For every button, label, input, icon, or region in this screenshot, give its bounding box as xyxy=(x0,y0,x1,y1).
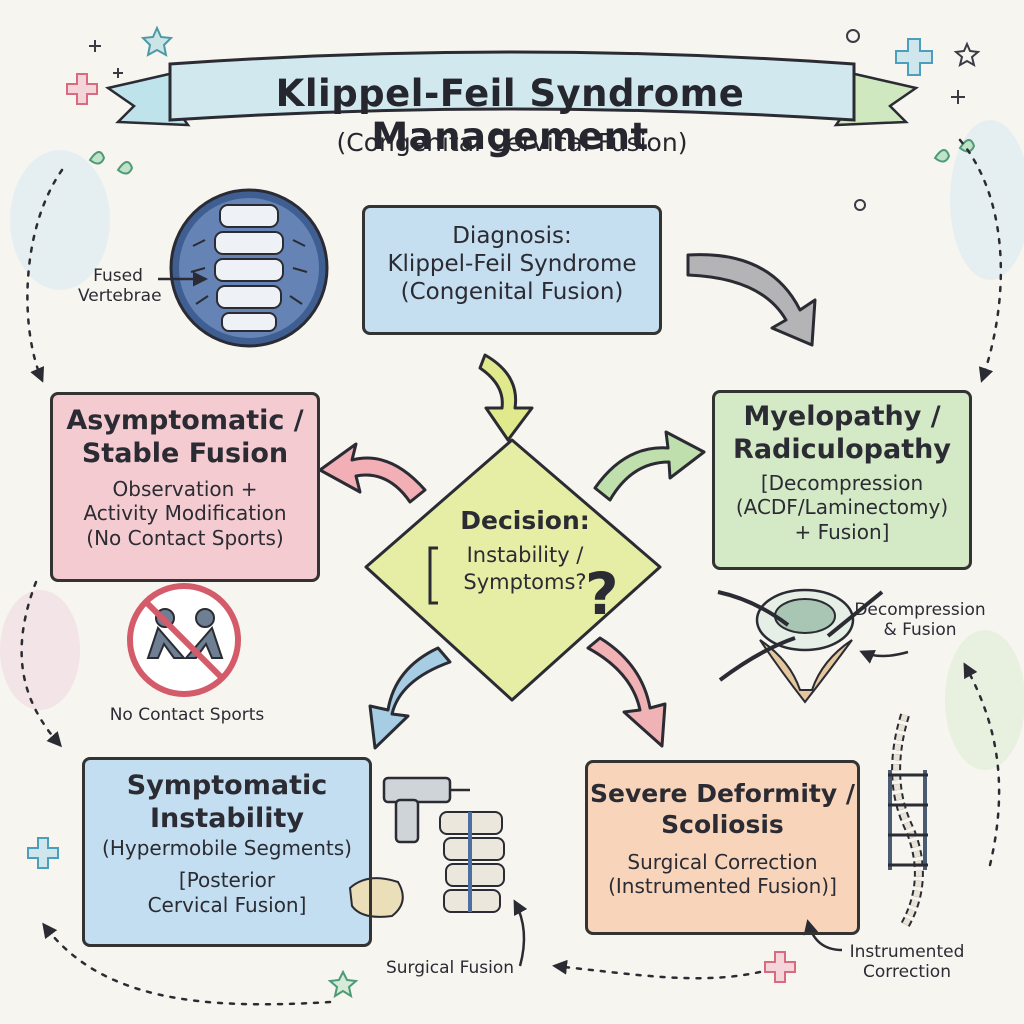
myelopathy-detail-line-2: (ACDF/Laminectomy) xyxy=(735,495,949,520)
surgical-fusion-illustration xyxy=(348,776,505,918)
arrow-diagnosis-to-decision xyxy=(478,353,534,442)
drill-icon xyxy=(382,776,470,844)
cross-icon xyxy=(895,38,933,76)
diagnosis-box-fill xyxy=(362,205,662,335)
star-icon xyxy=(953,41,981,68)
bone-graft-icon xyxy=(348,877,404,918)
deformity-box-fill xyxy=(585,760,860,935)
sparkle-icon xyxy=(89,40,101,52)
decorative-sparkles xyxy=(27,25,981,999)
deformity-detail-line-1: Surgical Correction xyxy=(627,850,818,874)
sparkle-icon xyxy=(951,90,965,104)
dot-icon xyxy=(854,199,866,211)
cross-icon xyxy=(66,73,98,105)
dashed-arrow-left xyxy=(20,580,62,748)
instrumented-correction-label-line-1: Instrumented xyxy=(849,942,965,962)
decision-diamond xyxy=(364,438,662,702)
decision-line-2: Symptoms? xyxy=(463,569,587,594)
fused-vertebrae-label-line-2: Vertebrae xyxy=(78,286,162,307)
arrow-decision-to-deformity xyxy=(586,636,667,748)
instrumented-correction-pointer xyxy=(803,919,843,952)
asymptomatic-title-line-2: Stable Fusion xyxy=(81,437,289,469)
decompression-fusion-label-line-1: Decompression xyxy=(854,600,986,620)
vertebra-stack-icon xyxy=(439,811,505,913)
myelopathy-detail-line-1: [Decompression xyxy=(760,470,924,495)
surgical-instrument-icon xyxy=(717,590,790,627)
decompression-fusion-label: Decompression & Fusion xyxy=(850,600,990,641)
instability-detail-line-1: (Hypermobile Segments) xyxy=(102,835,352,860)
sparkle-icon xyxy=(113,68,123,78)
decompression-fusion-label-line-2: & Fusion xyxy=(883,620,957,641)
decision-title: Decision: xyxy=(460,506,590,535)
fused-vertebrae-illustration xyxy=(169,188,329,348)
surgical-instrument-icon xyxy=(718,636,796,682)
arrow-decision-to-asymptomatic xyxy=(318,442,427,504)
instability-title-line-1: Symptomatic xyxy=(126,770,328,801)
myelopathy-title-line-2: Radiculopathy xyxy=(733,433,951,465)
flow-arrows xyxy=(318,253,817,750)
no-contact-sports-label: No Contact Sports xyxy=(109,705,265,725)
arrow-decision-to-instability xyxy=(368,646,452,750)
myelopathy-title-line-1: Myelopathy / xyxy=(743,401,941,432)
deformity-title-line-2: Scoliosis xyxy=(661,809,784,839)
asymptomatic-title-line-1: Asymptomatic / xyxy=(66,405,304,436)
instability-box: Symptomatic Instability (Hypermobile Seg… xyxy=(82,757,372,947)
decompression-pointer xyxy=(859,650,909,664)
asymptomatic-detail-line-2: Activity Modification xyxy=(83,501,287,526)
fused-vertebrae-label-line-1: Fused xyxy=(93,266,143,286)
asymptomatic-box: Asymptomatic / Stable Fusion Observation… xyxy=(50,392,320,582)
star-icon xyxy=(140,25,174,57)
scalpel-icon xyxy=(826,590,884,638)
question-mark-icon: ? xyxy=(585,560,619,628)
page-subtitle: (Congenital Cervical Fusion) xyxy=(336,128,688,157)
star-icon xyxy=(327,969,359,999)
diagnosis-line-2: (Congenital Fusion) xyxy=(400,279,624,306)
arrow-decision-to-myelopathy xyxy=(593,430,706,502)
decision-line-1: Instability / xyxy=(466,543,584,568)
surgical-fusion-label: Surgical Fusion xyxy=(385,958,515,978)
asymptomatic-box-fill xyxy=(50,392,320,582)
diagnosis-line-1: Klippel-Feil Syndrome xyxy=(387,251,637,278)
diagnosis-box: Diagnosis: Klippel-Feil Syndrome (Congen… xyxy=(362,205,662,335)
droplet-icon xyxy=(933,139,976,163)
deformity-box: Severe Deformity / Scoliosis Surgical Co… xyxy=(585,760,860,935)
instability-title-line-2: Instability xyxy=(149,802,305,834)
no-contact-sports-icon xyxy=(127,583,241,697)
deformity-detail-line-2: (Instrumented Fusion)] xyxy=(608,874,837,899)
myelopathy-detail-line-3: + Fusion] xyxy=(794,519,890,544)
instability-detail-line-3: Cervical Fusion] xyxy=(147,892,307,917)
decompression-illustration xyxy=(717,588,884,704)
surgical-fusion-pointer xyxy=(513,899,528,967)
fused-vertebrae-label: Fused Vertebrae xyxy=(78,266,162,307)
arrow-diagnosis-to-myelopathy xyxy=(686,253,817,347)
decision-bracket xyxy=(428,546,438,605)
dashed-arrow-bottom xyxy=(552,959,762,980)
instrumented-spine-illustration xyxy=(888,713,928,928)
instability-detail-line-2: [Posterior xyxy=(178,868,276,893)
page-title: Klippel-Feil Syndrome Management xyxy=(275,72,745,158)
decision-text: Decision: Instability / Symptoms? xyxy=(420,505,630,595)
dashed-arrow-right xyxy=(963,662,1001,867)
diagnosis-title: Diagnosis: xyxy=(452,223,572,249)
title-ribbon xyxy=(104,50,920,127)
asymptomatic-detail-line-3: (No Contact Sports) xyxy=(86,525,284,550)
instability-box-fill xyxy=(82,757,372,947)
myelopathy-box-fill xyxy=(712,390,972,570)
dashed-cycle-arrows xyxy=(20,138,1003,1006)
asymptomatic-detail-line-1: Observation + xyxy=(112,476,258,501)
instrumented-correction-label-line-2: Correction xyxy=(863,962,951,983)
instrumented-correction-label: Instrumented Correction xyxy=(842,942,972,983)
deformity-title-line-1: Severe Deformity / xyxy=(590,779,855,808)
cross-icon xyxy=(27,837,59,869)
dashed-arrow-top-right xyxy=(958,138,1003,383)
dashed-arrow-top-left xyxy=(26,168,64,383)
dot-icon xyxy=(846,29,860,43)
cross-icon xyxy=(764,951,796,983)
myelopathy-box: Myelopathy / Radiculopathy [Decompressio… xyxy=(712,390,972,570)
droplet-icon xyxy=(88,151,134,175)
dashed-arrow-bottom-left xyxy=(42,922,332,1006)
